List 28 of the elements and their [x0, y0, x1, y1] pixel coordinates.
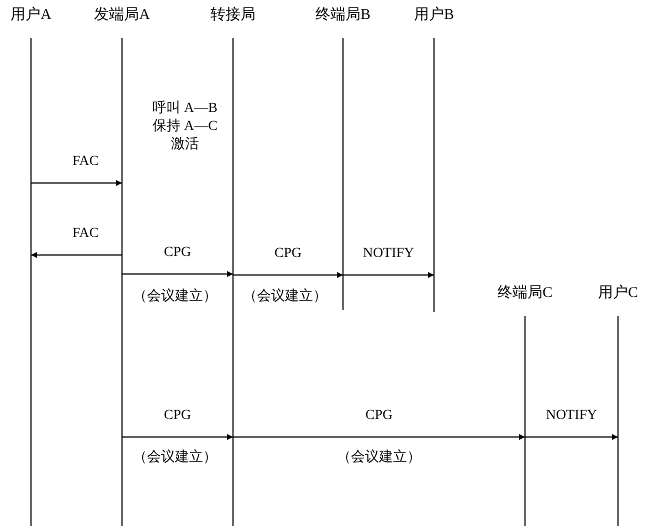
arrow [122, 271, 233, 277]
participant-label: 终端局B [314, 6, 372, 24]
arrow [233, 272, 343, 278]
edge-label: CPG [164, 244, 192, 262]
arrow [31, 252, 122, 258]
arrow [233, 434, 525, 440]
annotation-text: （会议建立） [133, 288, 217, 306]
participant-label: 发端局A [93, 6, 151, 24]
participant-label: 转接局 [210, 6, 256, 24]
participant-label: 用户C [596, 284, 639, 302]
edge-label: NOTIFY [362, 245, 414, 263]
arrow [525, 434, 618, 440]
arrow [122, 434, 233, 440]
participant-label: 用户B [412, 6, 455, 24]
arrow [343, 272, 434, 278]
participant-label: 终端局C [496, 284, 554, 302]
annotation-text: （会议建立） [243, 288, 327, 306]
edge-label: NOTIFY [546, 407, 598, 425]
annotation-text: （会议建立） [133, 449, 217, 467]
edge-label: FAC [72, 153, 99, 171]
annotation-text: （会议建立） [337, 449, 421, 467]
note-text: 呼叫 A—B 保持 A—C 激活 [152, 100, 218, 154]
arrow [31, 180, 122, 186]
edge-label: CPG [274, 245, 302, 263]
participant-label: 用户A [10, 6, 52, 24]
edge-label: CPG [365, 407, 393, 425]
edge-label: FAC [72, 225, 99, 243]
edge-label: CPG [164, 407, 192, 425]
